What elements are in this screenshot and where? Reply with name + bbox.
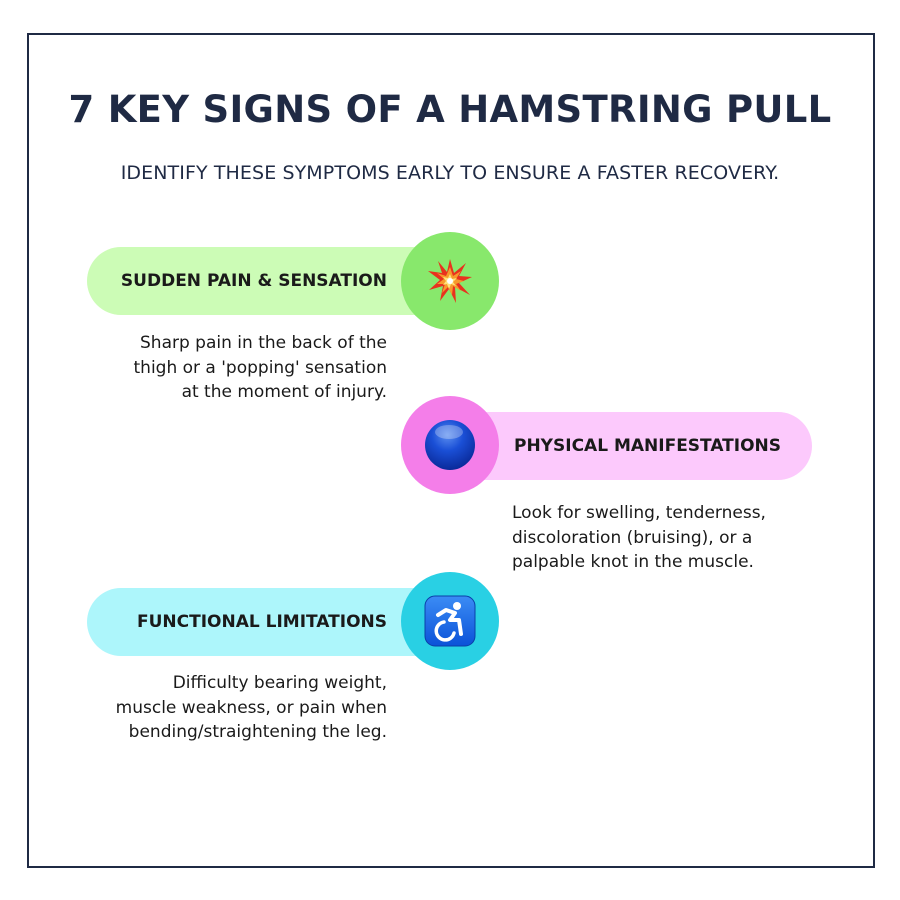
page-title: 7 KEY SIGNS OF A HAMSTRING PULL <box>68 88 832 131</box>
sign-label: SUDDEN PAIN & SENSATION <box>120 271 387 291</box>
sign-label-pill: FUNCTIONAL LIMITATIONS <box>87 588 447 656</box>
sign-description: Sharp pain in the back of the thigh or a… <box>133 333 388 402</box>
page-subtitle: IDENTIFY THESE SYMPTOMS EARLY TO ENSURE … <box>120 162 780 184</box>
blue-circle-icon <box>425 420 475 470</box>
sign-label-pill: SUDDEN PAIN & SENSATION <box>87 247 447 315</box>
infographic-frame <box>27 33 875 868</box>
sign-description: Look for swelling, tenderness, discolora… <box>512 503 766 572</box>
sign-label: PHYSICAL MANIFESTATIONS <box>514 436 782 456</box>
sign-description: Difficulty bearing weight, muscle weakne… <box>115 673 387 742</box>
sign-label: FUNCTIONAL LIMITATIONS <box>137 612 387 632</box>
sign-label-pill: PHYSICAL MANIFESTATIONS <box>452 412 812 480</box>
wheelchair-icon <box>424 595 476 647</box>
sign-icon-circle <box>401 232 499 330</box>
sign-icon-circle <box>401 572 499 670</box>
collision-icon <box>428 259 472 303</box>
sign-icon-circle <box>401 396 499 494</box>
